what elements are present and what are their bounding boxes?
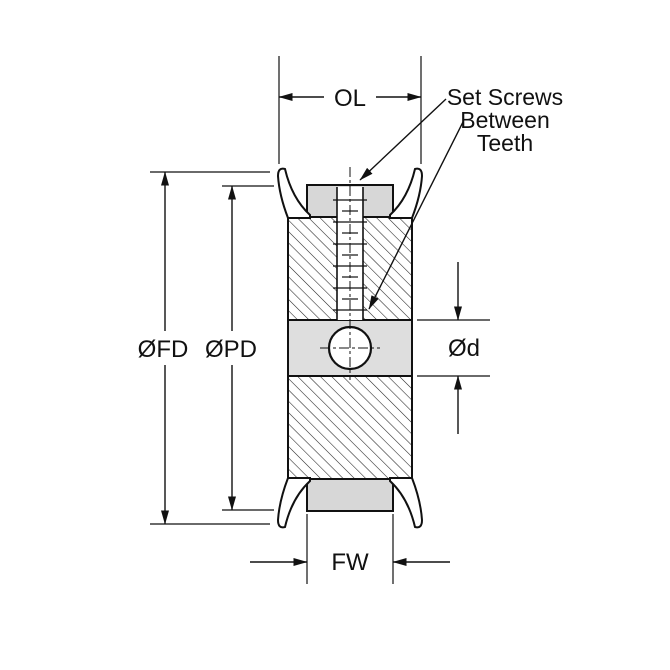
fd-label: ØFD — [138, 336, 189, 363]
dimension-bore: Ød — [417, 262, 490, 434]
set-screw-note-line3: Teeth — [477, 130, 533, 156]
set-screw-note-line1: Set Screws — [447, 84, 563, 110]
dimension-fw: FW — [250, 514, 450, 584]
set-screw-annotation: Set Screws Between Teeth — [359, 84, 563, 310]
flange-bottom-left — [276, 477, 311, 529]
dimension-ol: OL — [278, 56, 422, 164]
pd-label-backing — [201, 331, 265, 365]
set-screw-leader-2 — [368, 121, 464, 310]
pd-label: ØPD — [205, 336, 257, 363]
ol-label: OL — [334, 85, 366, 112]
bore-label: Ød — [448, 335, 480, 362]
pulley-cross-section — [276, 167, 424, 529]
ol-label-backing — [324, 82, 376, 112]
flange-top-right — [389, 167, 424, 219]
set-screw-leader-1 — [359, 98, 447, 181]
dimension-fd: ØFD — [132, 171, 270, 525]
bottom-hatched-block — [287, 375, 413, 480]
dimension-pd: ØPD — [201, 185, 274, 511]
fd-label-backing — [132, 331, 196, 365]
set-screw-note-line2: Between — [460, 107, 550, 133]
bottom-cap — [306, 478, 394, 512]
flange-top-left — [276, 167, 311, 219]
fw-label: FW — [331, 549, 369, 576]
flange-bottom-right — [389, 477, 424, 529]
